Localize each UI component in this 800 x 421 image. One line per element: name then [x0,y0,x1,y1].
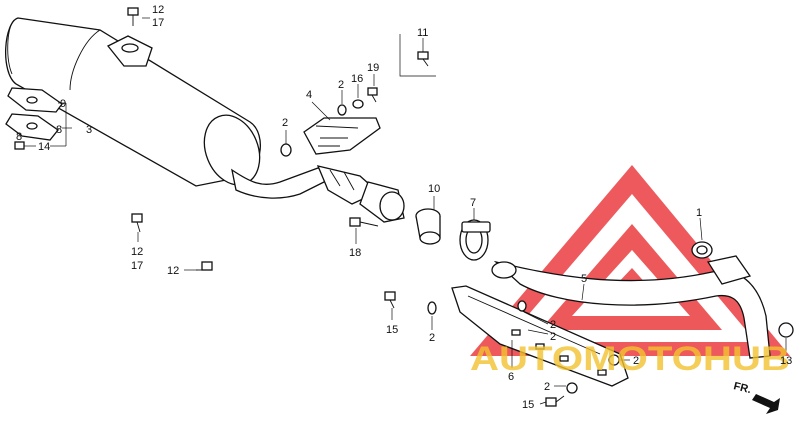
leader-lines [24,17,787,405]
callout-2: 2 [429,332,435,344]
heat-shield [451,285,629,387]
callout-12: 12 [167,265,179,277]
band-clamp [459,219,491,261]
fasteners [14,7,794,407]
callout-labels: 12 17 9 8 3 8 14 11 4 2 16 19 2 10 7 1 5… [16,4,792,411]
callout-10: 10 [428,183,440,195]
callout-12: 12 [152,4,164,16]
watermark-text-label: AUTOMOTOHUB [470,340,790,378]
exhaust-pipe [491,241,771,359]
protector [303,117,381,155]
callout-15: 15 [386,324,398,336]
callout-12: 12 [131,246,143,258]
callout-17: 17 [131,260,143,272]
callout-5: 5 [581,273,587,285]
mount-plates [5,87,63,141]
callout-7: 7 [470,197,476,209]
callout-8: 8 [56,124,62,136]
callout-9: 9 [60,98,66,110]
callout-8: 8 [16,131,22,143]
joint-pipe [359,181,441,245]
callout-6: 6 [508,371,514,383]
callout-1: 1 [696,207,702,219]
callout-15: 15 [522,399,534,411]
callout-14: 14 [38,141,50,153]
callout-16: 16 [351,73,363,85]
callout-13: 13 [780,355,792,367]
callout-2: 2 [633,355,639,367]
watermark-text: AUTOMOTOHUB [470,340,790,378]
callout-3: 3 [86,124,92,136]
direction-label: FR. [732,380,752,396]
callout-17: 17 [152,17,164,29]
callout-2: 2 [282,117,288,129]
callout-2: 2 [550,331,556,343]
callout-2: 2 [550,319,556,331]
callout-2: 2 [544,381,550,393]
front-direction-arrow [752,394,780,414]
callout-11: 11 [417,27,428,39]
callout-19: 19 [367,62,379,74]
callout-4: 4 [306,89,312,101]
muffler [5,17,380,205]
callout-2: 2 [338,79,344,91]
callout-18: 18 [349,247,361,259]
